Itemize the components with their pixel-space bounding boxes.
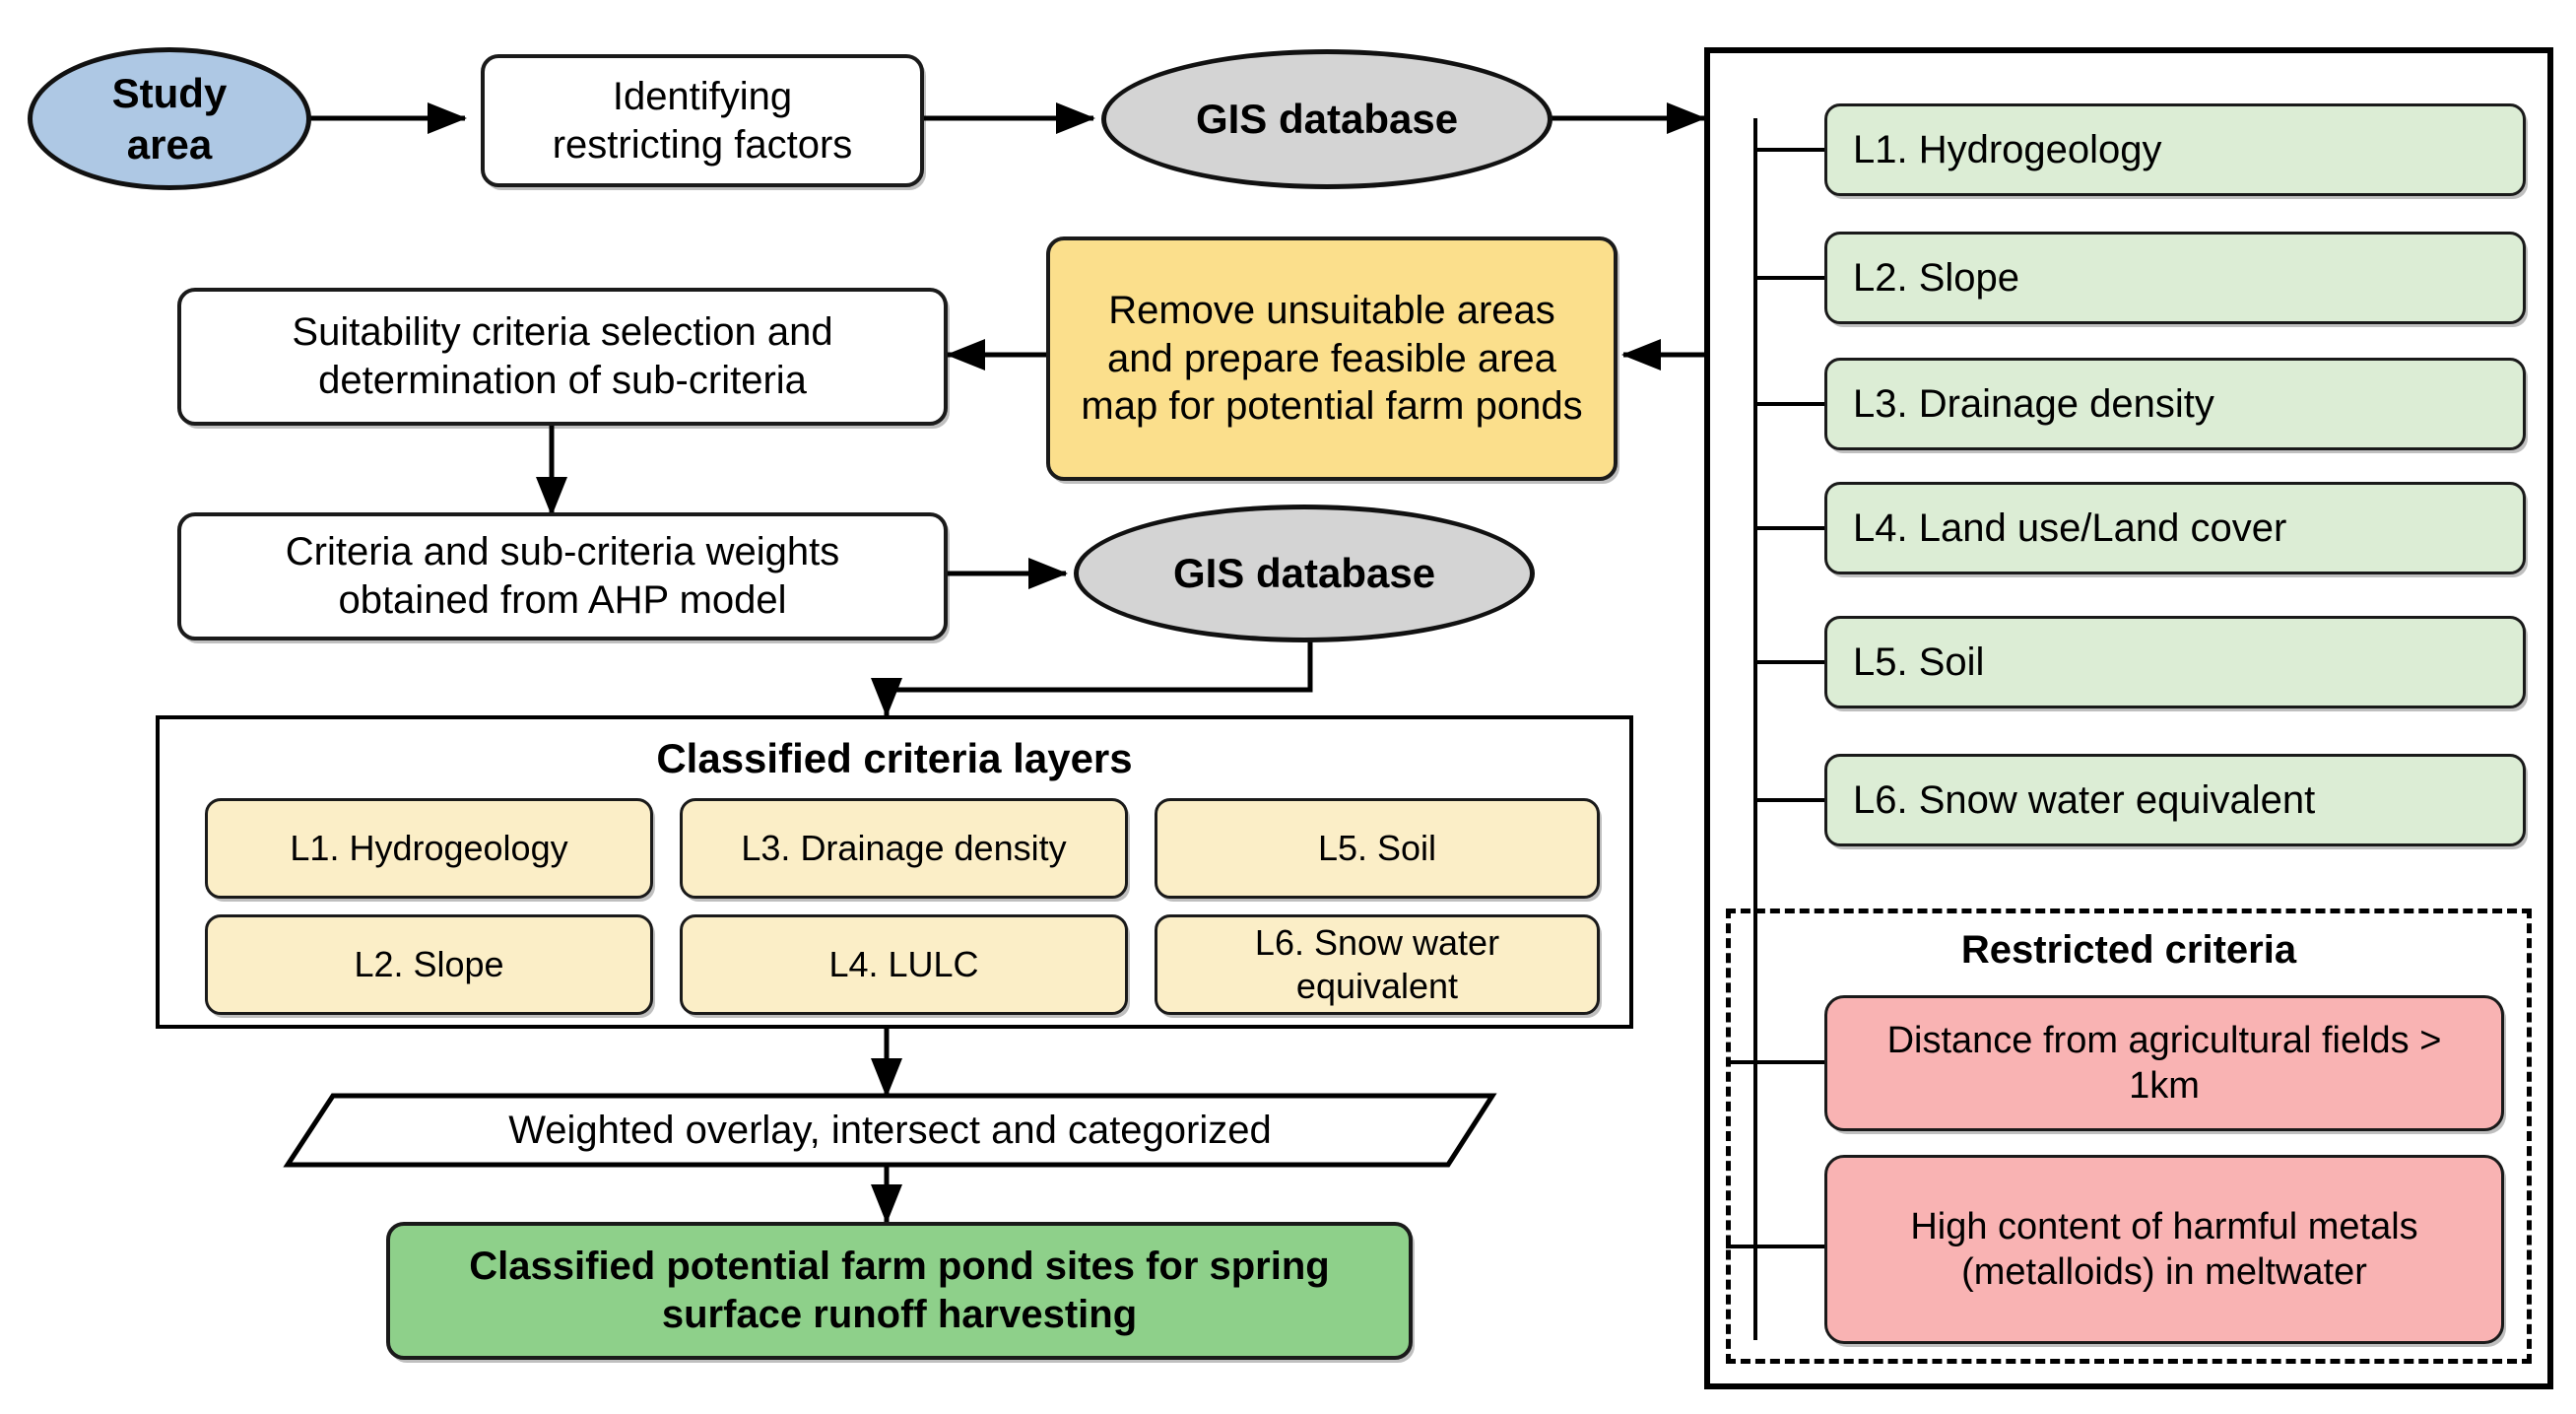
node-result-classified-sites[interactable]: Classified potential farm pond sites for…	[386, 1222, 1413, 1360]
criteria-layer-L2[interactable]: L2. Slope	[1824, 232, 2526, 324]
restricted-criteria-heading: Restricted criteria	[1960, 928, 2297, 972]
node-ahp-weights[interactable]: Criteria and sub-criteria weights obtain…	[177, 512, 948, 640]
classified-layer-L3-label: L3. Drainage density	[741, 828, 1067, 869]
classified-layer-L4-label: L4. LULC	[828, 944, 979, 985]
classified-layer-L2[interactable]: L2. Slope	[205, 914, 653, 1015]
elbow-gisdb-to-classified	[871, 640, 1313, 718]
classified-layer-L5[interactable]: L5. Soil	[1155, 798, 1600, 899]
classified-layer-L6-label: L6. Snow water equivalent	[1254, 922, 1500, 1006]
remove-unsuitable-label: Remove unsuitable areas and prepare feas…	[1081, 288, 1583, 429]
gis-database-top-label: GIS database	[1195, 96, 1459, 143]
classified-layer-L4[interactable]: L4. LULC	[680, 914, 1128, 1015]
criteria-layer-L5[interactable]: L5. Soil	[1824, 616, 2526, 708]
classified-layer-L1-label: L1. Hydrogeology	[290, 828, 568, 869]
criteria-layer-L1[interactable]: L1. Hydrogeology	[1824, 103, 2526, 196]
classified-layer-L5-label: L5. Soil	[1317, 828, 1437, 869]
criteria-panel-outline	[1704, 47, 2553, 1389]
weighted-overlay-parallelogram	[283, 1093, 1497, 1168]
study-area-label: Study area	[111, 70, 228, 168]
node-remove-unsuitable-areas[interactable]: Remove unsuitable areas and prepare feas…	[1046, 236, 1618, 481]
suitability-criteria-label: Suitability criteria selection and deter…	[292, 310, 833, 402]
classified-layer-L2-label: L2. Slope	[354, 944, 504, 985]
criteria-layer-L4[interactable]: L4. Land use/Land cover	[1824, 482, 2526, 574]
restricted-criteria-item-2-label: High content of harmful metals (metalloi…	[1910, 1205, 2418, 1293]
node-suitability-criteria-selection[interactable]: Suitability criteria selection and deter…	[177, 288, 948, 426]
node-gis-database-top[interactable]: GIS database	[1101, 49, 1552, 189]
criteria-layer-L4-label: L4. Land use/Land cover	[1853, 505, 2287, 550]
node-gis-database-mid[interactable]: GIS database	[1074, 505, 1535, 642]
classified-criteria-layers-heading: Classified criteria layers	[656, 735, 1133, 781]
criteria-spine	[1726, 118, 1824, 1340]
criteria-layer-L3[interactable]: L3. Drainage density	[1824, 358, 2526, 450]
classified-layer-L3[interactable]: L3. Drainage density	[680, 798, 1128, 899]
criteria-layer-L1-label: L1. Hydrogeology	[1853, 127, 2162, 171]
restricted-criteria-item-2[interactable]: High content of harmful metals (metalloi…	[1824, 1155, 2504, 1344]
criteria-layer-L6[interactable]: L6. Snow water equivalent	[1824, 754, 2526, 846]
criteria-layer-L3-label: L3. Drainage density	[1853, 381, 2214, 426]
restricted-criteria-item-1[interactable]: Distance from agricultural fields > 1km	[1824, 995, 2504, 1131]
result-label: Classified potential farm pond sites for…	[469, 1245, 1330, 1336]
criteria-layer-L2-label: L2. Slope	[1853, 255, 2020, 300]
classified-layer-L6[interactable]: L6. Snow water equivalent	[1155, 914, 1600, 1015]
classified-layer-L1[interactable]: L1. Hydrogeology	[205, 798, 653, 899]
criteria-layer-L6-label: L6. Snow water equivalent	[1853, 777, 2316, 822]
restricted-criteria-panel	[1726, 909, 2532, 1364]
identifying-label: Identifying restricting factors	[552, 74, 853, 167]
node-identifying-restricting-factors[interactable]: Identifying restricting factors	[481, 54, 924, 187]
weighted-overlay-label: Weighted overlay, intersect and categori…	[508, 1108, 1272, 1152]
restricted-criteria-item-1-label: Distance from agricultural fields > 1km	[1886, 1019, 2442, 1107]
criteria-layer-L5-label: L5. Soil	[1853, 640, 1985, 684]
ahp-weights-label: Criteria and sub-criteria weights obtain…	[285, 530, 840, 622]
gis-database-mid-label: GIS database	[1172, 550, 1436, 597]
node-study-area[interactable]: Study area	[28, 47, 311, 190]
